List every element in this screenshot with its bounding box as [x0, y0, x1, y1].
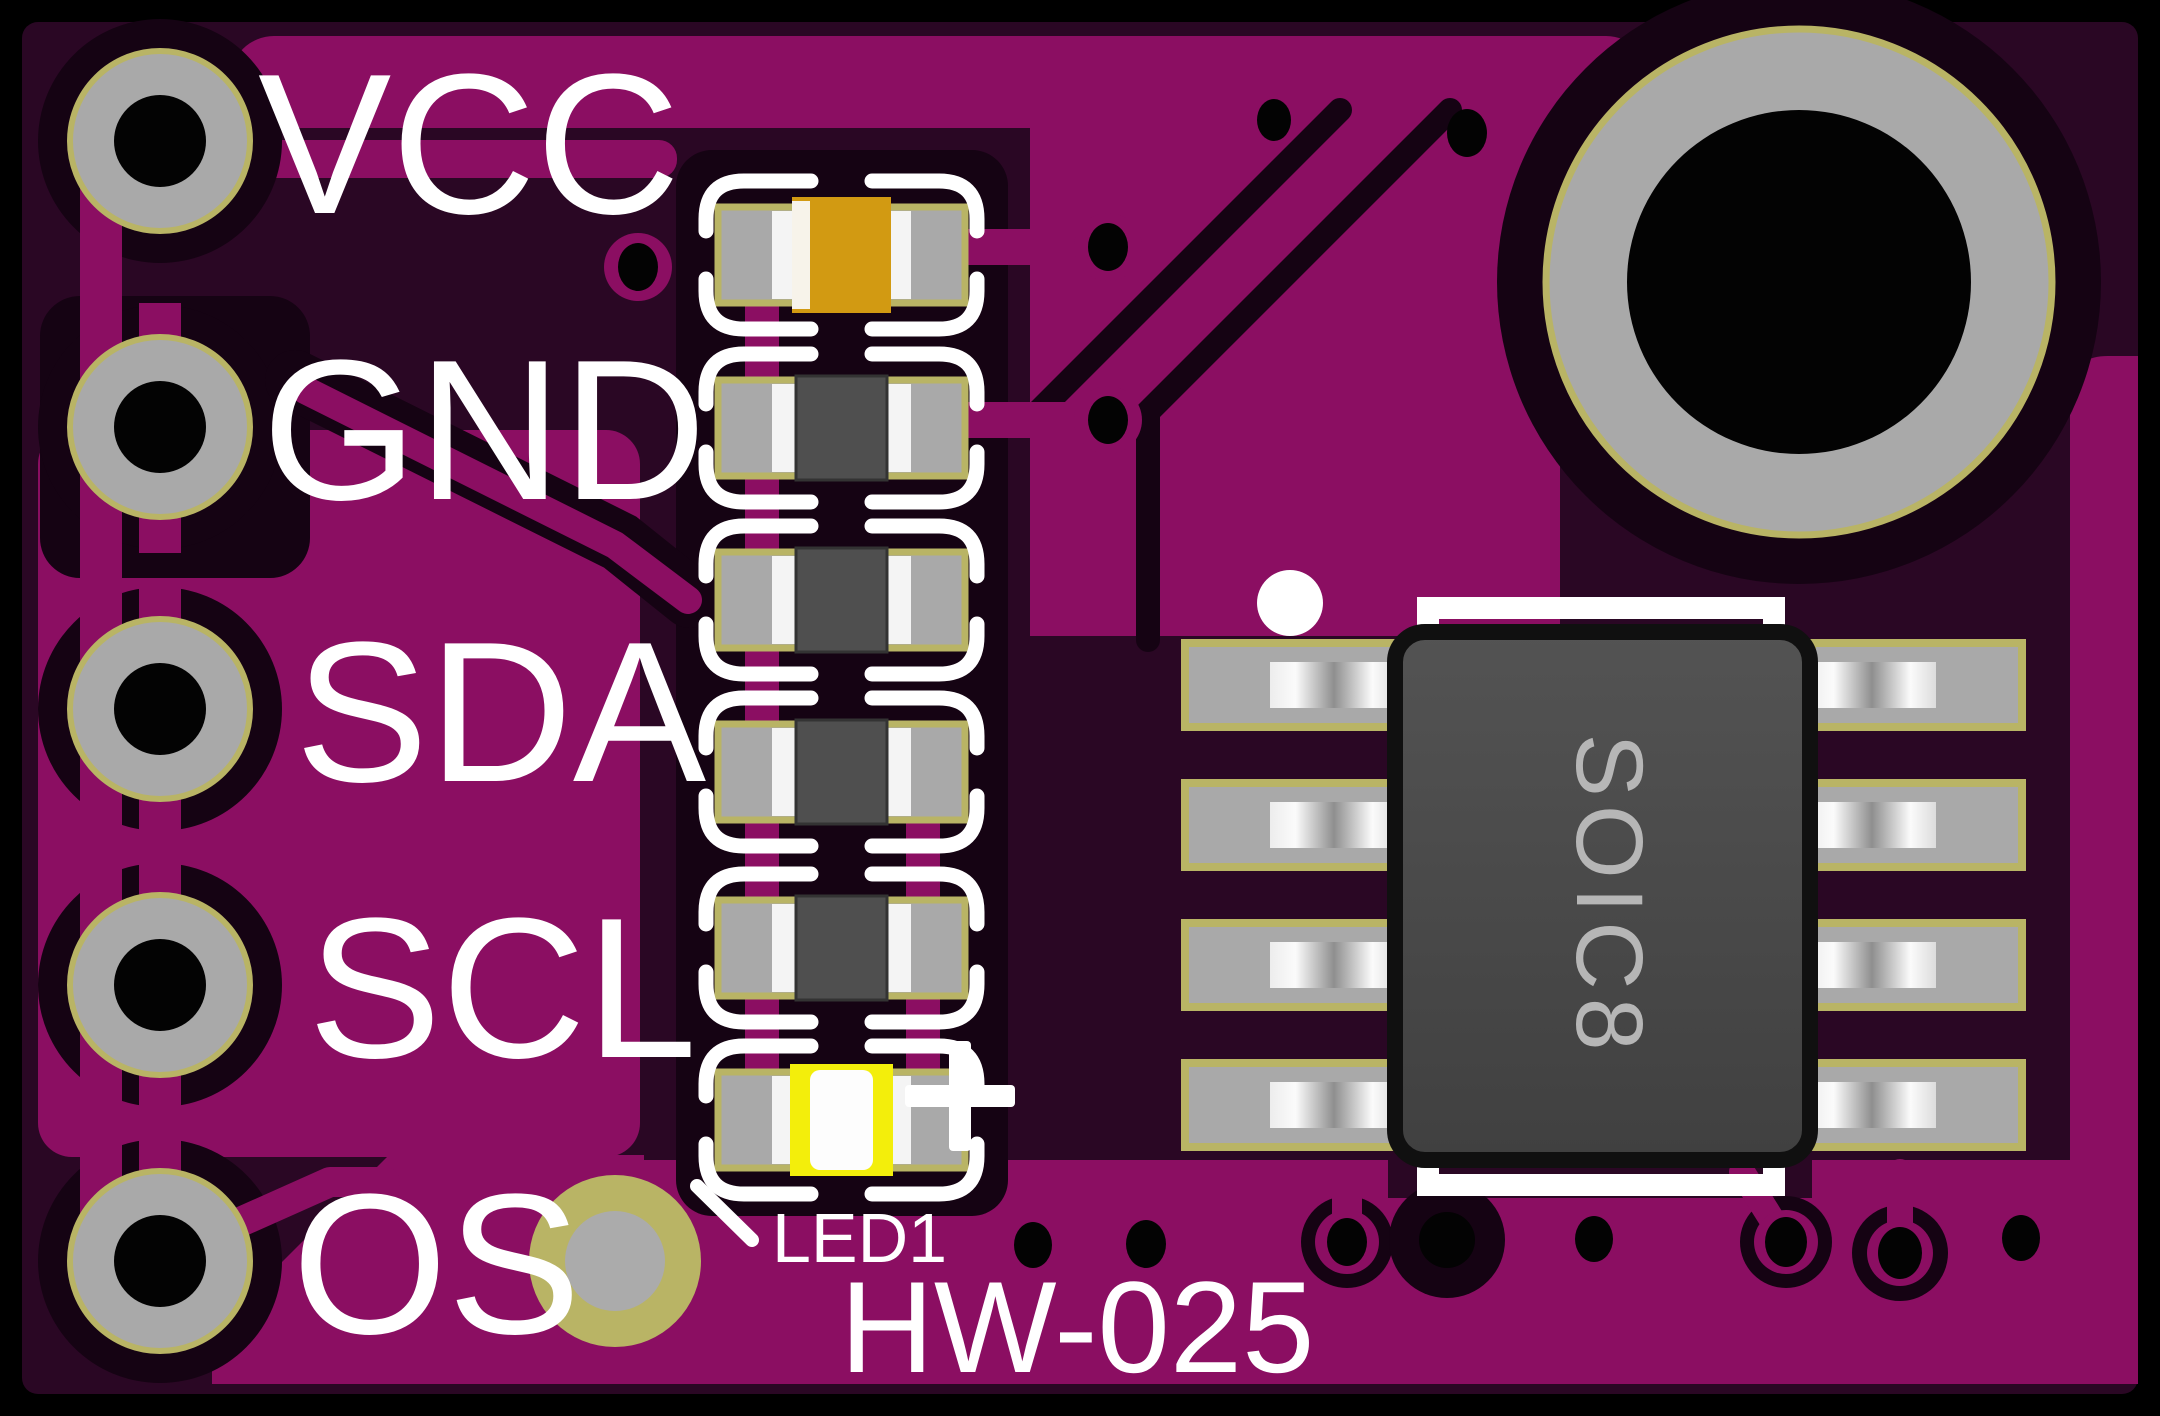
resistor-footprint: [706, 354, 977, 502]
led-footprint: [690, 1046, 977, 1247]
mounting-hole-icon: [1542, 25, 2056, 539]
via: [1447, 109, 1487, 157]
label-os: OS: [292, 1153, 581, 1376]
right-copper-strip: [2070, 356, 2138, 1384]
soic8-ic: SOIC8: [1181, 570, 2026, 1196]
via: [1257, 99, 1291, 141]
via: [1126, 1220, 1166, 1268]
resistor-footprint: [706, 698, 977, 846]
label-vcc: VCC: [258, 33, 680, 256]
vias: [604, 99, 2040, 1286]
resistor-footprint: [706, 874, 977, 1022]
pad-vcc: [67, 48, 253, 234]
via: [1327, 1218, 1367, 1266]
ic-package-label: SOIC8: [1556, 733, 1662, 1058]
ic-body: [1387, 624, 1818, 1168]
led-body: [810, 1070, 873, 1170]
resistor-body: [794, 894, 889, 1002]
ic-pads: [1181, 639, 2026, 1151]
led-cathode-mark: [690, 1179, 759, 1247]
pad-os: [67, 1168, 253, 1354]
resistor-footprint: [706, 526, 977, 674]
pad-gnd: [67, 334, 253, 520]
pad-scl: [67, 892, 253, 1078]
silkscreen-labels: VCC GND SDA SCL OS LED1 HW-025: [258, 33, 1314, 1400]
via: [1878, 1227, 1922, 1279]
ic-pins: [1270, 662, 1936, 1128]
via: [1014, 1222, 1052, 1268]
unmasked-hole: [1419, 1212, 1475, 1268]
pad-sda: [67, 616, 253, 802]
gnd-diagonal-trace: [291, 376, 702, 614]
label-led1: LED1: [772, 1199, 947, 1277]
passive-component-column: [690, 181, 1015, 1247]
led-plus-mark: [905, 1041, 1015, 1151]
resistor-body: [794, 546, 889, 654]
via: [1088, 396, 1128, 444]
resistor-body: [794, 374, 889, 482]
vcc-trace: [247, 140, 677, 178]
label-gnd: GND: [262, 319, 706, 542]
label-sda: SDA: [295, 601, 707, 824]
label-scl: SCL: [308, 877, 697, 1100]
capacitor-footprint: [706, 181, 977, 329]
through-hole-pads: [67, 48, 701, 1354]
os-copper-pour: [212, 1155, 644, 1384]
via: [1765, 1217, 1807, 1267]
test-point-icon: [529, 1175, 701, 1347]
via: [1088, 223, 1128, 271]
via: [618, 243, 658, 291]
label-board-name: HW-025: [840, 1254, 1314, 1400]
pin1-dot-icon: [1257, 570, 1323, 636]
resistor-body: [794, 718, 889, 826]
via: [2002, 1215, 2040, 1261]
top-copper-band: [230, 36, 1650, 128]
via: [1575, 1216, 1613, 1262]
